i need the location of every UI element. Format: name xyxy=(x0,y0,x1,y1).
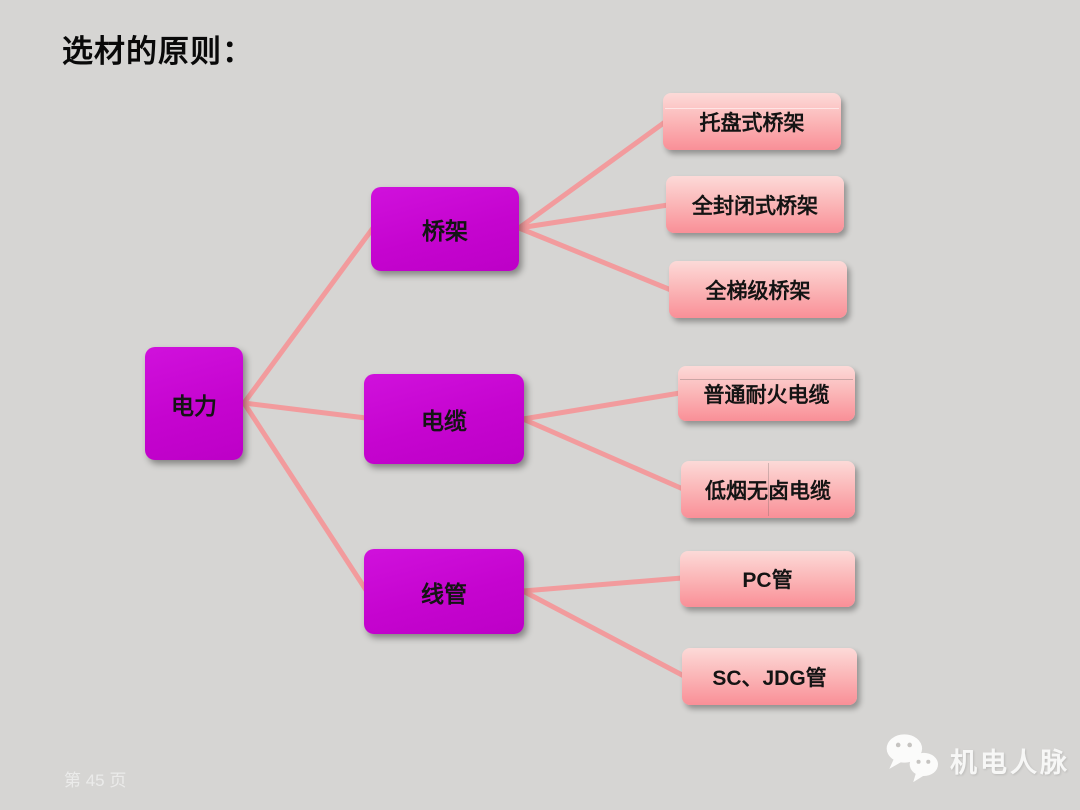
seam-line xyxy=(680,379,853,380)
node-label: 线管 xyxy=(421,580,467,607)
node-label: 低烟无卤电缆 xyxy=(705,479,831,503)
seam-line xyxy=(665,108,839,109)
node-branch-dianlan: 电缆 xyxy=(364,374,524,464)
slide-title: 选材的原则： xyxy=(62,34,254,69)
seam-line xyxy=(768,463,769,516)
node-branch-xianguan: 线管 xyxy=(364,549,524,634)
node-label: 全梯级桥架 xyxy=(705,279,811,303)
node-label: 普通耐火电缆 xyxy=(703,383,830,407)
node-leaf-low-smoke-cable: 低烟无卤电缆 xyxy=(681,461,855,518)
brand-watermark: 机电人脉 xyxy=(884,731,1070,789)
wechat-icon xyxy=(886,734,939,783)
node-label: PC管 xyxy=(742,569,793,592)
node-leaf-fully-enclosed: 全封闭式桥架 xyxy=(666,176,844,233)
node-leaf-tray-type: 托盘式桥架 xyxy=(663,93,841,150)
node-label: 托盘式桥架 xyxy=(699,111,805,135)
node-leaf-fire-resistant-cable: 普通耐火电缆 xyxy=(678,366,855,421)
node-branch-qiaojia: 桥架 xyxy=(371,187,519,271)
page-number: 第 45 页 xyxy=(64,771,127,790)
node-leaf-pc-conduit: PC管 xyxy=(680,551,855,607)
node-label: SC、JDG管 xyxy=(712,666,827,690)
node-root-dianli: 电力 xyxy=(145,347,243,460)
node-label: 电力 xyxy=(171,392,217,419)
brand-name: 机电人脉 xyxy=(950,747,1070,778)
node-leaf-sc-jdg-conduit: SC、JDG管 xyxy=(682,648,857,705)
node-label: 电缆 xyxy=(421,408,467,434)
node-label: 全封闭式桥架 xyxy=(692,194,818,218)
node-leaf-ladder-type: 全梯级桥架 xyxy=(669,261,847,318)
node-label: 桥架 xyxy=(422,218,468,244)
